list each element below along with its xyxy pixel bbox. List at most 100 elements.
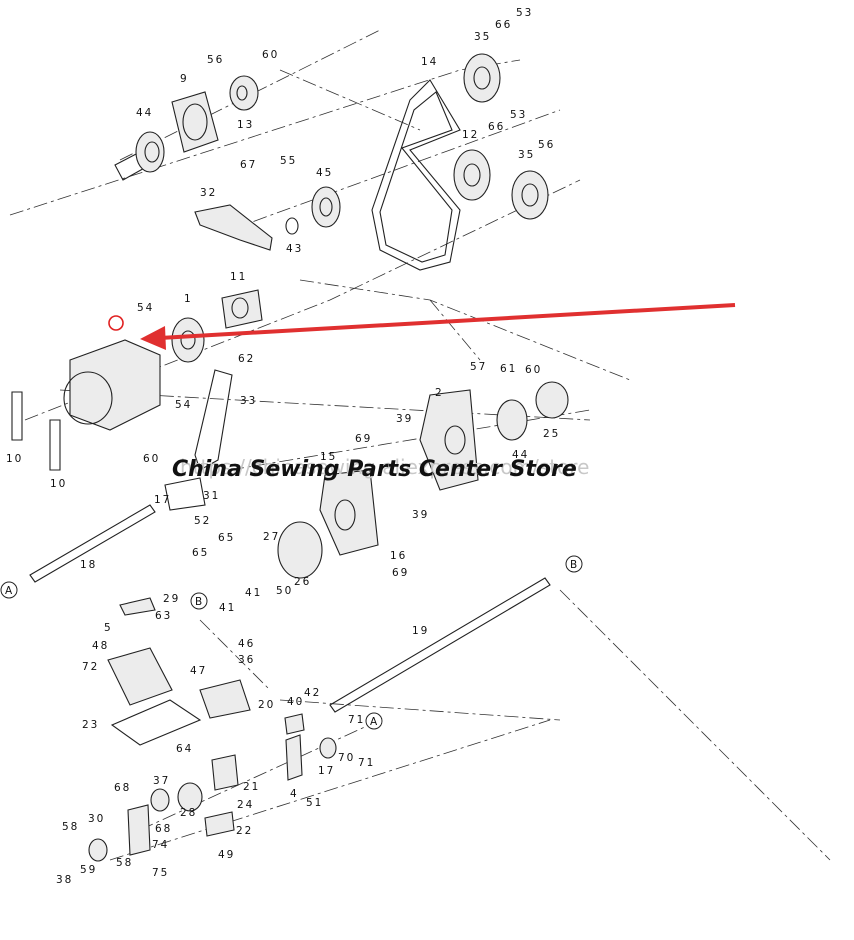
arm-33	[194, 369, 233, 471]
label-57: 57	[470, 361, 487, 373]
label-64: 64	[176, 743, 193, 755]
label-66: 66	[495, 19, 512, 31]
label-18: 18	[80, 559, 97, 571]
label-27: 27	[263, 531, 280, 543]
label-26: 26	[294, 576, 311, 588]
handle-10a	[11, 391, 23, 441]
pulley-1	[171, 317, 205, 363]
handle-10b	[49, 419, 61, 471]
collar-37	[150, 788, 170, 812]
label-11: 11	[230, 271, 247, 283]
callout-b-left: B	[190, 592, 208, 610]
label-66b: 66	[488, 121, 505, 133]
bushing-30	[88, 838, 108, 862]
bushing-28	[177, 782, 203, 812]
bushing-13	[229, 75, 259, 111]
label-56b: 56	[538, 139, 555, 151]
label-25: 25	[543, 428, 560, 440]
link-32	[194, 204, 273, 251]
collar-70	[319, 737, 337, 759]
pulley-35	[463, 53, 501, 103]
lower-mechanism	[88, 597, 337, 862]
label-13: 13	[237, 119, 254, 131]
label-44: 44	[136, 107, 153, 119]
motor-body	[69, 339, 161, 431]
label-48: 48	[92, 640, 109, 652]
housing-15	[319, 469, 379, 556]
label-28: 28	[180, 807, 197, 819]
label-60c: 60	[143, 453, 160, 465]
plate-23	[110, 699, 202, 746]
label-71: 71	[348, 714, 365, 726]
label-19: 19	[412, 625, 429, 637]
label-68b: 68	[155, 823, 172, 835]
label-16: 16	[390, 550, 407, 562]
bracket-2	[419, 389, 479, 491]
label-31: 31	[203, 490, 220, 502]
label-69: 69	[355, 433, 372, 445]
belt-14	[371, 79, 461, 271]
pulley-35b	[511, 170, 549, 220]
label-30: 30	[88, 813, 105, 825]
label-2: 2	[435, 387, 444, 399]
label-10b: 10	[50, 478, 67, 490]
label-22: 22	[236, 825, 253, 837]
label-75: 75	[152, 867, 169, 879]
label-40: 40	[287, 696, 304, 708]
svg-text:B: B	[195, 596, 204, 608]
pulley-12	[453, 149, 491, 201]
label-49: 49	[218, 849, 235, 861]
shafts	[29, 504, 551, 713]
flange-9	[171, 91, 219, 153]
bracket-68	[127, 804, 151, 856]
label-24: 24	[237, 799, 254, 811]
motor-group	[11, 289, 263, 471]
frame-group	[164, 369, 569, 579]
bracket-11	[221, 289, 263, 329]
part-labels: 53 66 35 60 56 14 9 13 44 53 66 12 56 35…	[6, 7, 560, 886]
svg-text:A: A	[5, 585, 14, 597]
svg-text:B: B	[570, 559, 579, 571]
plate-72	[107, 647, 173, 706]
label-54b: 54	[175, 399, 192, 411]
crank-31	[164, 477, 206, 511]
label-35: 35	[474, 31, 491, 43]
label-43: 43	[286, 243, 303, 255]
label-17: 17	[154, 494, 171, 506]
label-58: 58	[62, 821, 79, 833]
svg-text:A: A	[370, 716, 379, 728]
label-71b: 71	[358, 757, 375, 769]
label-20: 20	[258, 699, 275, 711]
label-69b: 69	[392, 567, 409, 579]
label-52: 52	[194, 515, 211, 527]
label-50: 50	[276, 585, 293, 597]
plate-22	[204, 811, 235, 837]
label-39: 39	[396, 413, 413, 425]
plate-20	[199, 679, 251, 719]
label-58b: 58	[116, 857, 133, 869]
label-55: 55	[280, 155, 297, 167]
label-68: 68	[114, 782, 131, 794]
label-23: 23	[82, 719, 99, 731]
label-53b: 53	[510, 109, 527, 121]
highlight-circle	[108, 315, 124, 331]
label-45: 45	[316, 167, 333, 179]
label-60: 60	[262, 49, 279, 61]
label-39b: 39	[412, 509, 429, 521]
label-41b: 41	[245, 587, 262, 599]
shaft-19	[329, 577, 551, 713]
label-56: 56	[207, 54, 224, 66]
label-4: 4	[290, 788, 299, 800]
label-61: 61	[500, 363, 517, 375]
bearing-44	[135, 131, 165, 173]
label-29: 29	[163, 593, 180, 605]
label-1: 1	[184, 293, 193, 305]
label-36: 36	[238, 654, 255, 666]
label-41: 41	[219, 602, 236, 614]
label-59: 59	[80, 864, 97, 876]
red-pointer-arrow	[140, 303, 736, 350]
shaft-18	[29, 504, 156, 583]
label-62: 62	[238, 353, 255, 365]
fork-4	[285, 734, 303, 781]
